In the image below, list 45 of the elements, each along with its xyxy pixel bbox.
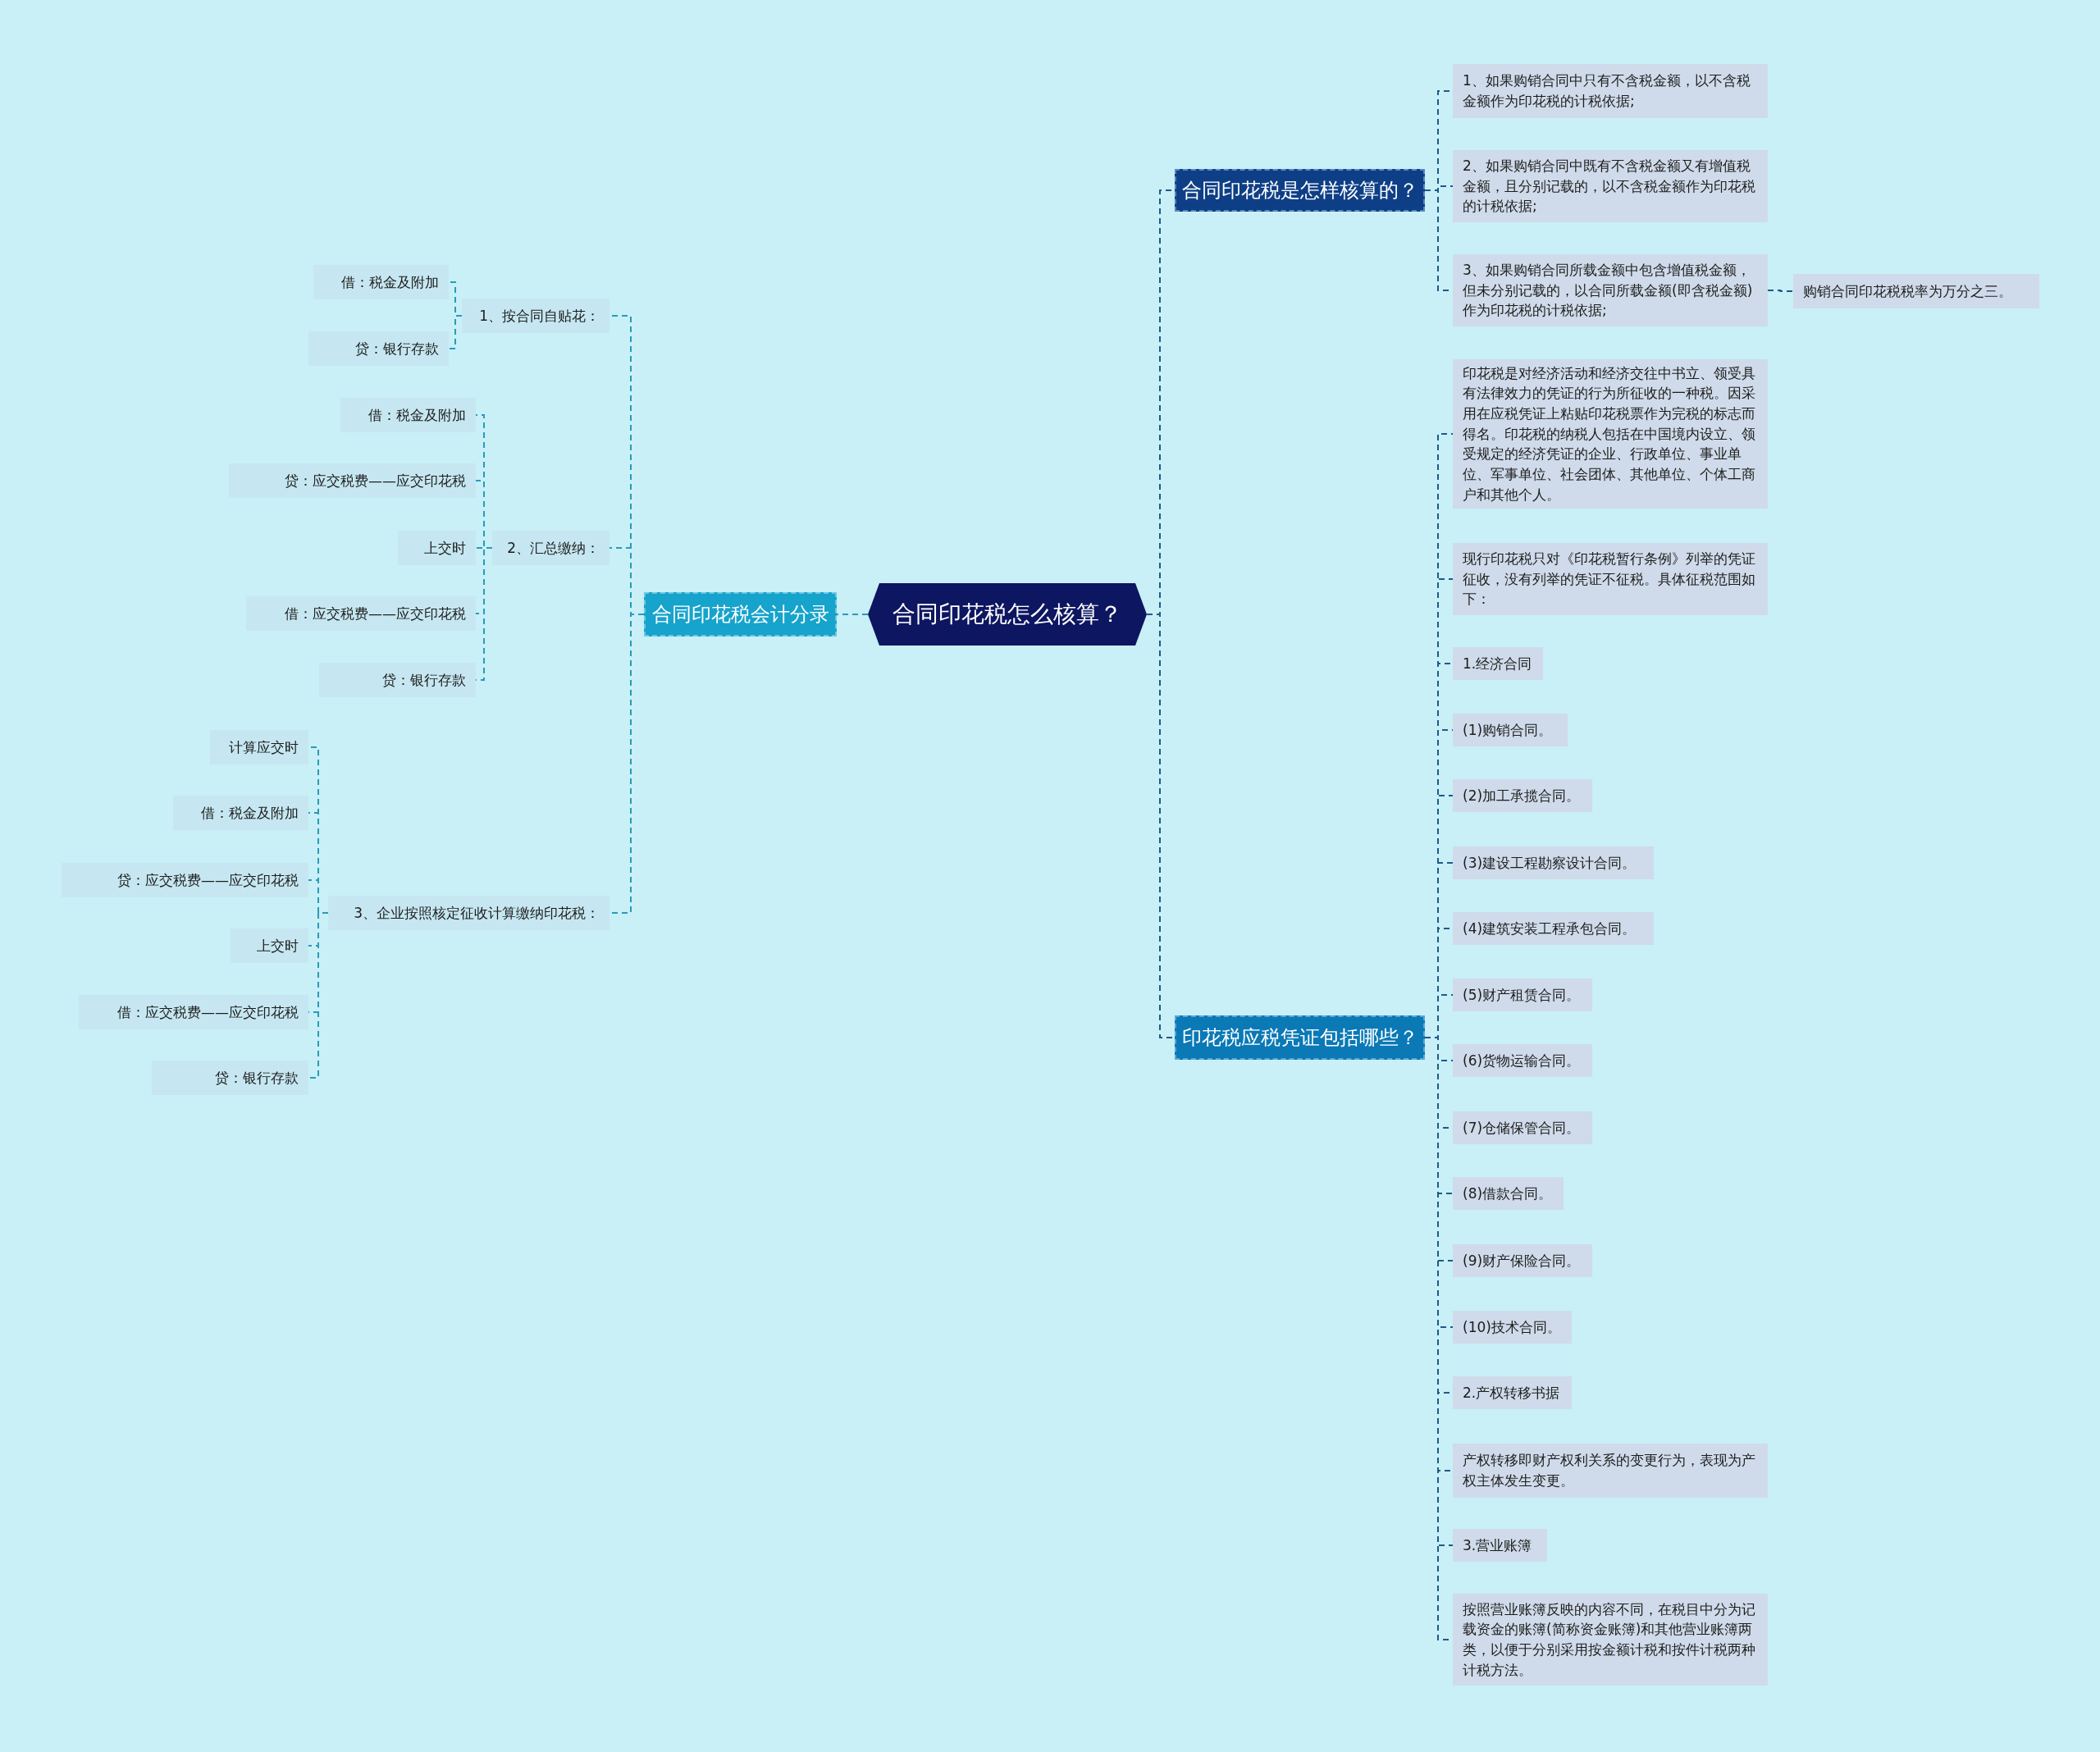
note-box: 1、如果购销合同中只有不含税金额，以不含税金额作为印花税的计税依据; — [1453, 64, 1768, 118]
connector-line — [836, 614, 869, 615]
branch-topic-box: 合同印花税会计分录 — [644, 592, 837, 636]
entry-box: 贷：银行存款 — [319, 663, 476, 697]
note-box: (8)借款合同。 — [1453, 1177, 1564, 1210]
entry-box: 1、按合同自贴花： — [462, 299, 609, 333]
note-box: 1.经济合同 — [1453, 647, 1543, 680]
note-box: (1)购销合同。 — [1453, 714, 1568, 746]
note-box: 现行印花税只对《印花税暂行条例》列举的凭证征收，没有列举的凭证不征税。具体征税范围如下： — [1453, 543, 1768, 615]
entry-box: 2、汇总缴纳： — [492, 531, 609, 565]
note-box: 按照营业账簿反映的内容不同，在税目中分为记载资金的账簿(简称资金账簿)和其他营业账簿两类，以便于分别采用按金额计税和按件计税两种计税方法。 — [1453, 1594, 1768, 1686]
entry-box: 3、企业按照核定征收计算缴纳印花税： — [328, 896, 609, 930]
note-box: 购销合同印花税税率为万分之三。 — [1793, 274, 2039, 308]
connector-line — [448, 315, 463, 349]
entry-box: 贷：应交税费——应交印花税 — [229, 463, 476, 498]
central-topic-text: 合同印花税怎么核算？ — [892, 600, 1122, 629]
note-box: 3、如果购销合同所载金额中包含增值税金额，但未分别记载的，以合同所载金额(即含税金额)作为印花税的计税依据; — [1453, 254, 1768, 326]
branch-topic-box: 印花税应税凭证包括哪些？ — [1175, 1015, 1425, 1060]
entry-box: 贷：应交税费——应交印花税 — [62, 863, 308, 897]
note-box: 2、如果购销合同中既有不含税金额又有增值税金额，且分别记载的，以不含税金额作为印花税的计税依据; — [1453, 150, 1768, 222]
branch-topic-box: 合同印花税是怎样核算的？ — [1175, 169, 1425, 212]
entry-box: 上交时 — [231, 928, 308, 963]
entry-box: 上交时 — [398, 531, 476, 565]
note-box: (10)技术合同。 — [1453, 1311, 1572, 1344]
entry-box: 借：应交税费——应交印花税 — [246, 596, 476, 631]
note-box: 3.营业账簿 — [1453, 1529, 1547, 1562]
entry-box: 借：税金及附加 — [173, 796, 308, 830]
note-box: (2)加工承揽合同。 — [1453, 779, 1592, 812]
note-box: (4)建筑安装工程承包合同。 — [1453, 912, 1654, 945]
note-box: 2.产权转移书据 — [1453, 1376, 1572, 1409]
note-box: (9)财产保险合同。 — [1453, 1244, 1592, 1277]
connector-line — [1767, 290, 1794, 292]
note-box: 产权转移即财产权利关系的变更行为，表现为产权主体发生变更。 — [1453, 1444, 1768, 1498]
note-box: (3)建设工程勘察设计合同。 — [1453, 846, 1654, 879]
note-box: 印花税是对经济活动和经济交往中书立、领受具有法律效力的凭证的行为所征收的一种税。因采用在应税凭证上粘贴印花税票作为完税的标志而得名。印花税的纳税人包括在中国境内设立、领受规定的经济凭证的企业、行政单位、事业单位、军事单位、社会团体、其他单位、个体工商户和其他个人。 — [1453, 359, 1768, 509]
entry-box: 借：税金及附加 — [340, 398, 476, 432]
note-box: (7)仓储保管合同。 — [1453, 1111, 1592, 1144]
note-box: (5)财产租赁合同。 — [1453, 979, 1592, 1011]
entry-box: 贷：银行存款 — [308, 331, 449, 366]
note-box: (6)货物运输合同。 — [1453, 1044, 1592, 1077]
entry-box: 贷：银行存款 — [152, 1061, 308, 1095]
entry-box: 借：税金及附加 — [313, 265, 449, 299]
connector-line — [308, 912, 329, 1079]
entry-box: 借：应交税费——应交印花税 — [79, 995, 308, 1029]
entry-box: 计算应交时 — [210, 730, 308, 764]
